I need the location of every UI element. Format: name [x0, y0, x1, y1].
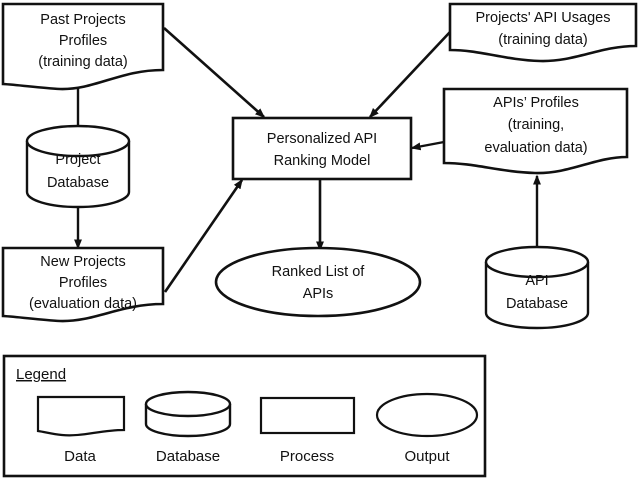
node-label-line: Profiles [59, 33, 107, 49]
node-label-line: Projects' API Usages [476, 10, 611, 26]
edge-apis-profiles-to-model [410, 140, 445, 151]
node-label-line: Database [47, 175, 109, 191]
legend-shape-output [375, 392, 479, 438]
node-ranking-model[interactable]: Personalized API Ranking Model [231, 116, 413, 181]
legend-shape-database-top [144, 390, 232, 418]
node-label-line: Ranked List of [272, 264, 366, 280]
legend-shape-data [36, 395, 126, 437]
node-apis-profiles[interactable]: APIs’ Profiles (training, evaluation dat… [442, 87, 629, 175]
legend-item-output: Output [375, 392, 479, 465]
node-label-line: (evaluation data) [29, 296, 137, 312]
node-label-line: Personalized API [267, 131, 377, 147]
legend-panel: Legend Data Database Process Output [2, 354, 487, 478]
node-label-line: APIs’ Profiles [493, 95, 579, 111]
node-label-line: Database [506, 296, 568, 312]
legend-label-output: Output [404, 448, 450, 465]
legend-item-data: Data [36, 395, 126, 465]
node-label-line: (training data) [498, 32, 587, 48]
legend-title: Legend [16, 366, 66, 383]
node-label-line: New Projects [40, 254, 125, 270]
node-ranked-list[interactable]: Ranked List of APIs [214, 246, 422, 318]
edge-past-projects-to-model [163, 27, 266, 118]
node-label-line: APIs [303, 286, 334, 302]
node-label-line: API [525, 273, 548, 289]
node-label-line: evaluation data) [484, 140, 587, 156]
node-projects-api-usages[interactable]: Projects' API Usages (training data) [448, 2, 638, 63]
node-api-database[interactable]: API Database [484, 245, 590, 330]
edge-api-usages-to-model [369, 31, 451, 119]
node-past-projects-profiles[interactable]: Past Projects Profiles (training data) [1, 2, 165, 91]
node-label-line: (training data) [38, 54, 127, 70]
node-new-projects-profiles[interactable]: New Projects Profiles (evaluation data) [1, 246, 165, 323]
legend-shape-process [259, 396, 356, 435]
legend-label-process: Process [280, 448, 334, 465]
node-project-database[interactable]: Project Database [25, 124, 131, 209]
node-label-line: Past Projects [40, 12, 125, 28]
node-label-line: (training, [508, 117, 564, 133]
legend-label-data: Data [64, 448, 96, 465]
legend-item-database: Database [144, 390, 232, 465]
node-label-line: Profiles [59, 275, 107, 291]
legend-label-database: Database [156, 448, 220, 465]
edge-new-projects-to-model [163, 178, 244, 293]
node-label-line: Project [55, 152, 100, 168]
node-label-line: Ranking Model [274, 153, 371, 169]
legend-item-process: Process [259, 396, 356, 465]
